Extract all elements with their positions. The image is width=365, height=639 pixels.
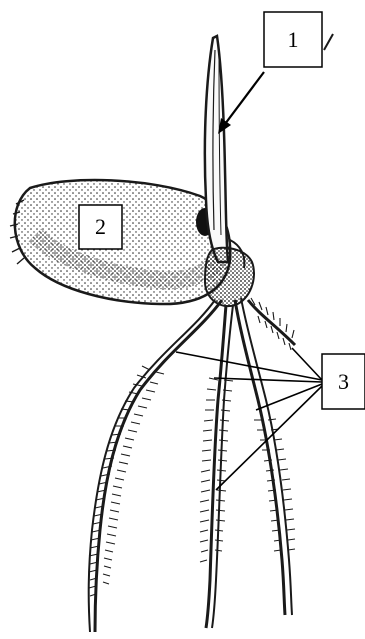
svg-text:2: 2 <box>95 214 106 239</box>
root-left <box>95 300 222 632</box>
root-hairs <box>89 298 295 596</box>
label-3: 3 <box>322 354 365 409</box>
svg-text:3: 3 <box>338 369 349 394</box>
root-short-right <box>248 300 295 345</box>
label-1: 1 <box>264 12 322 67</box>
seedling-base <box>205 240 254 306</box>
label-2: 2 <box>79 205 122 249</box>
svg-text:1: 1 <box>288 27 299 52</box>
arrow-label-1 <box>218 72 264 134</box>
top-right-stroke <box>324 34 333 50</box>
roots <box>89 298 295 632</box>
shoot <box>205 36 228 262</box>
